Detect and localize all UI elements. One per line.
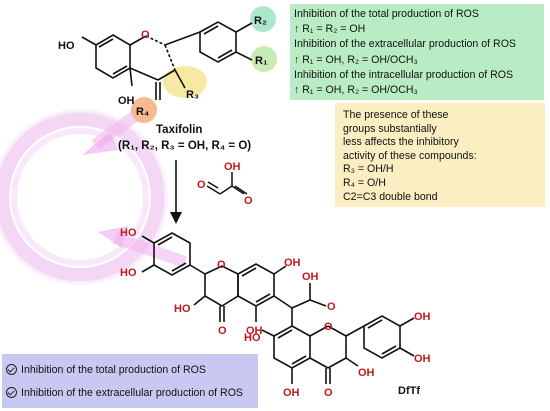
taxifolin-ring-o: O [141, 29, 150, 41]
check-circle-icon [6, 364, 17, 375]
dftf-o-1: O [217, 259, 226, 271]
dftf-o-3: O [327, 301, 336, 313]
dftf-ho-2: HO [120, 267, 137, 279]
green-line-2: ↑ R₁ = R₂ = OH [294, 23, 366, 36]
green-line-1: Inhibition of the total production of RO… [294, 8, 479, 20]
yellow-line-6: R₄ = O/H [343, 176, 386, 189]
yellow-line-2: groups substantially [343, 122, 437, 135]
yellow-line-3: less affects the inhibitory [343, 136, 459, 149]
dftf-ho-5: HO [244, 332, 261, 344]
dftf-oh-5: OH [358, 367, 375, 379]
r1-highlight [251, 46, 277, 72]
inhibition-arrow-bottom [98, 226, 187, 268]
result-item-extracellular-label: Inhibition of the extracellular producti… [21, 386, 244, 399]
result-item-total: Inhibition of the total production of RO… [6, 358, 258, 381]
green-line-3: Inhibition of the extracellular producti… [294, 38, 517, 51]
green-line-6: ↑ R₁ = OH, R₂ = OH/OCH₃ [294, 84, 418, 97]
glyoxylic-o-right: O [244, 195, 253, 207]
yellow-line-7: C2=C3 double bond [343, 190, 438, 203]
dftf-o-2: O [218, 325, 227, 337]
ros-cell-ring [0, 109, 168, 285]
taxifolin-name: Taxifolin [156, 124, 203, 136]
taxifolin-r3: R₃ [186, 89, 199, 101]
result-item-total-label: Inhibition of the total production of RO… [21, 363, 206, 376]
dftf-ho-1: HO [120, 227, 137, 239]
dftf-structure [141, 232, 415, 384]
r2-highlight [250, 6, 276, 32]
taxifolin-r4: R₄ [136, 106, 149, 118]
taxifolin-r1: R₁ [255, 55, 268, 67]
yellow-line-4: activity of these compounds: [343, 149, 477, 162]
dftf-o-4: O [324, 321, 333, 333]
dftf-oh-6: OH [414, 311, 431, 323]
check-circle-icon [6, 387, 17, 398]
dftf-oh-1: OH [284, 257, 301, 269]
yellow-info-box: The presence of these groups substantial… [335, 103, 545, 207]
dftf-labels: HO HO HO O O OH OH OH O HO HO O OH O OH … [120, 227, 431, 399]
dftf-oh-7: OH [414, 353, 431, 365]
result-item-extracellular: Inhibition of the extracellular producti… [6, 381, 258, 404]
green-line-4: ↑ R₁ = OH, R₂ = OH/OCH₃ [294, 53, 418, 66]
dftf-ho-3: HO [174, 303, 191, 315]
dftf-o-5: O [324, 387, 333, 399]
green-info-box: Inhibition of the total production of RO… [290, 4, 544, 100]
r4-highlight [131, 97, 157, 123]
taxifolin-oh-bottom: OH [118, 95, 135, 107]
dftf-oh-3: OH [302, 271, 319, 283]
taxifolin-substituents: (R₁, R₂, R₃ = OH, R₄ = O) [118, 140, 252, 152]
dftf-oh-4: OH [283, 387, 300, 399]
yellow-line-1: The presence of these [343, 109, 449, 121]
purple-result-box: Inhibition of the total production of RO… [2, 354, 258, 408]
glyoxylic-acid [206, 172, 248, 195]
glyoxylic-o-left: O [197, 179, 206, 191]
taxifolin-structure [81, 21, 253, 100]
yellow-line-5: R₃ = OH/H [343, 163, 394, 176]
taxifolin-r2: R₂ [254, 15, 267, 27]
glyoxylic-oh: OH [224, 161, 241, 173]
reaction-arrow [170, 160, 182, 224]
taxifolin-ho-left: HO [58, 40, 75, 52]
green-line-5: Inhibition of the intracellular producti… [294, 68, 514, 81]
dftf-oh-2: OH [246, 325, 263, 337]
r3-highlight [163, 66, 207, 98]
dftf-name: DfTf [398, 385, 420, 397]
